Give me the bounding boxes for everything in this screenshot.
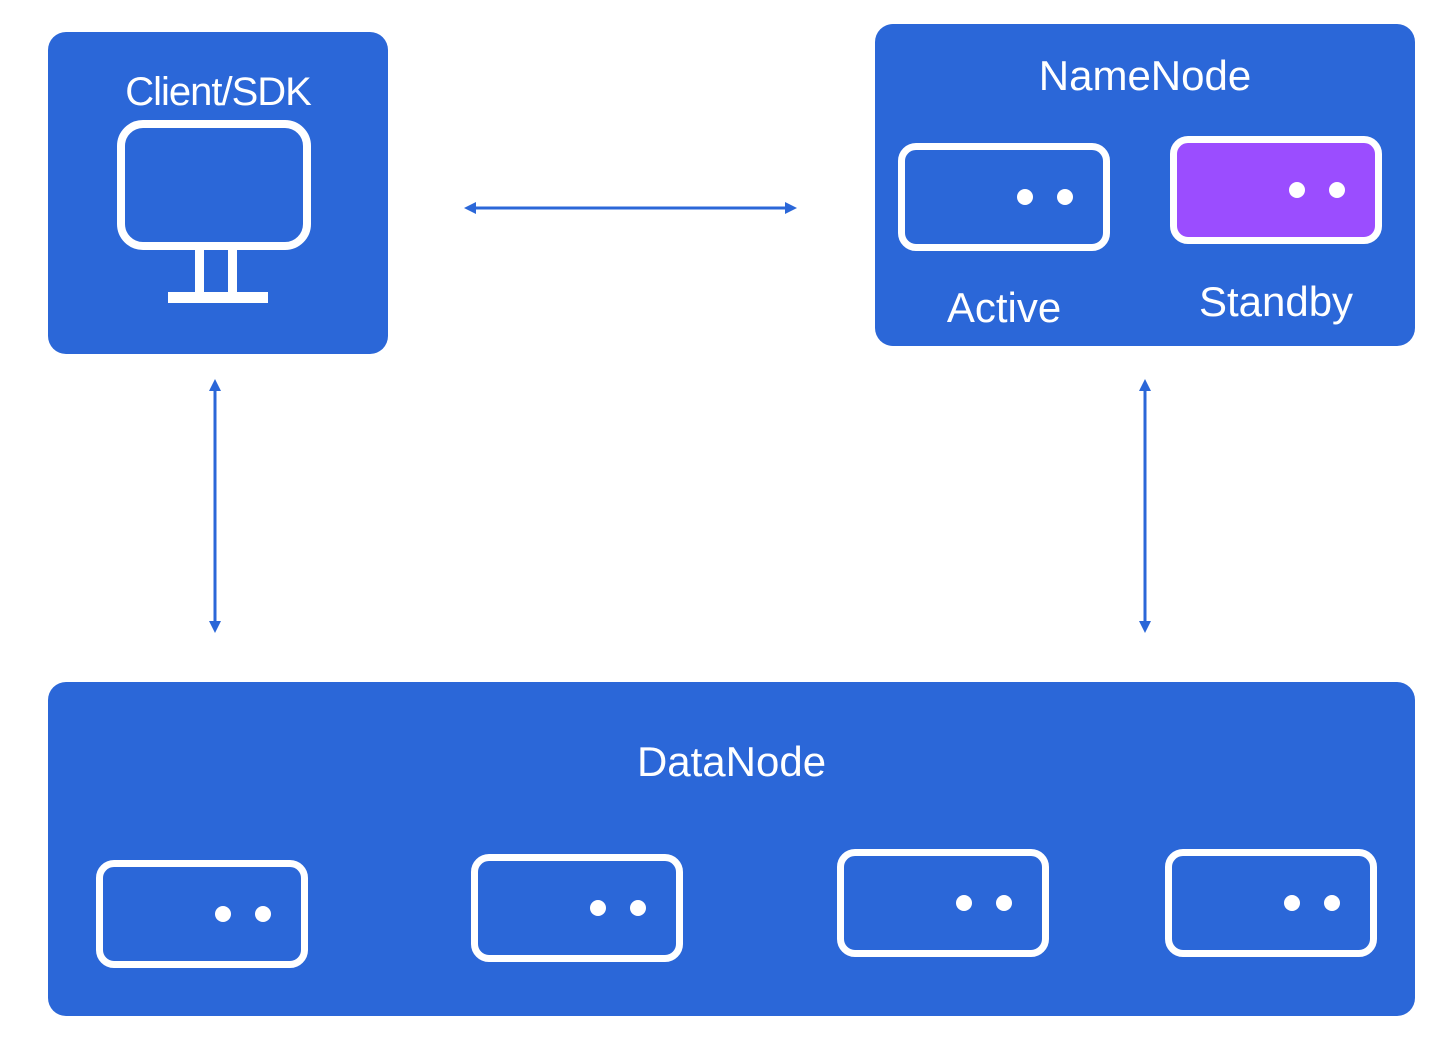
client-sdk-title: Client/SDK [125, 70, 312, 114]
server-led-icon [1017, 189, 1033, 205]
server-led-icon [590, 900, 606, 916]
monitor-icon [117, 120, 311, 303]
server-led-icon [1329, 182, 1345, 198]
datanode-server-1 [96, 860, 308, 968]
namenode-active-server [898, 143, 1110, 251]
client-datanode-connector [209, 379, 221, 633]
datanode-server-3 [837, 849, 1049, 957]
server-led-icon [1289, 182, 1305, 198]
standby-label: Standby [1198, 278, 1354, 325]
datanode-server-2 [471, 854, 683, 962]
client-sdk-box: Client/SDK [48, 32, 388, 354]
server-led-icon [1284, 895, 1300, 911]
datanode-server-4 [1165, 849, 1377, 957]
namenode-title: NameNode [1038, 52, 1252, 99]
namenode-datanode-connector [1139, 379, 1151, 633]
client-namenode-connector [464, 202, 797, 214]
server-led-icon [956, 895, 972, 911]
server-led-icon [630, 900, 646, 916]
server-led-icon [996, 895, 1012, 911]
namenode-box: NameNode Active Standby [875, 24, 1415, 346]
namenode-standby-server [1170, 136, 1382, 244]
server-led-icon [1057, 189, 1073, 205]
datanode-title: DataNode [636, 738, 827, 785]
server-led-icon [215, 906, 231, 922]
datanode-box: DataNode [48, 682, 1415, 1016]
server-led-icon [255, 906, 271, 922]
server-led-icon [1324, 895, 1340, 911]
active-label: Active [946, 284, 1062, 331]
